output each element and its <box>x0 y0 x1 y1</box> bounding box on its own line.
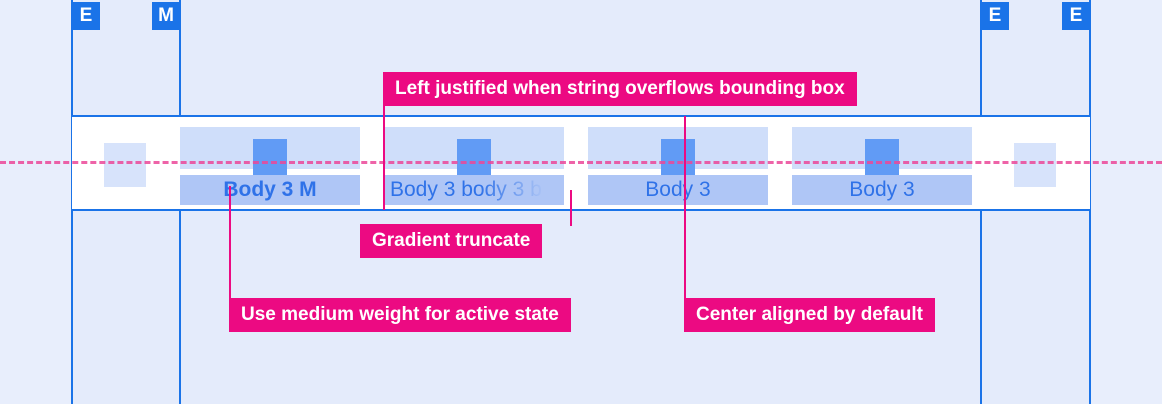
badge-m-left-inner: M <box>152 2 180 30</box>
leader-line-gradient-truncate <box>570 190 572 226</box>
tab-label-1: Body 3 M <box>223 178 317 201</box>
annotation-left-justified: Left justified when string overflows bou… <box>383 72 857 106</box>
badge-e-left-outer: E <box>72 2 100 30</box>
tab-bar-left-endcap <box>72 119 178 211</box>
tab-glyph-icon <box>253 139 287 177</box>
baseline-guide <box>0 161 1162 164</box>
leader-line-center-aligned <box>684 116 686 298</box>
endcap-square-icon <box>104 143 146 187</box>
tab-bar-right-endcap <box>982 119 1088 211</box>
tab-glyph-icon <box>457 139 491 177</box>
annotation-center-aligned: Center aligned by default <box>684 298 935 332</box>
tab-item-2[interactable]: Body 3 body 3 b <box>384 119 564 211</box>
annotation-medium-weight: Use medium weight for active state <box>229 298 571 332</box>
tab-glyph-icon <box>661 139 695 177</box>
leader-line-medium-weight <box>229 186 231 298</box>
tab-label-box: Body 3 M <box>180 175 360 205</box>
annotation-gradient-truncate: Gradient truncate <box>360 224 543 258</box>
tab-item-3[interactable]: Body 3 <box>588 119 768 211</box>
endcap-square-icon <box>1014 143 1056 187</box>
tab-item-4[interactable]: Body 3 <box>792 119 972 211</box>
tab-label-4: Body 3 <box>849 178 915 201</box>
tab-glyph-icon <box>865 139 899 177</box>
leader-line-left-justified <box>383 72 385 210</box>
tab-label-3: Body 3 <box>645 178 711 201</box>
guide-line-4 <box>1089 0 1091 404</box>
tab-label-box: Body 3 <box>588 175 768 205</box>
badge-e-right-outer: E <box>1062 2 1090 30</box>
tab-label-box: Body 3 <box>792 175 972 205</box>
tab-item-1[interactable]: Body 3 M <box>180 119 360 211</box>
tab-label-2: Body 3 body 3 b <box>390 178 542 201</box>
tab-label-box: Body 3 body 3 b <box>384 175 564 205</box>
badge-e-right-inner: E <box>981 2 1009 30</box>
